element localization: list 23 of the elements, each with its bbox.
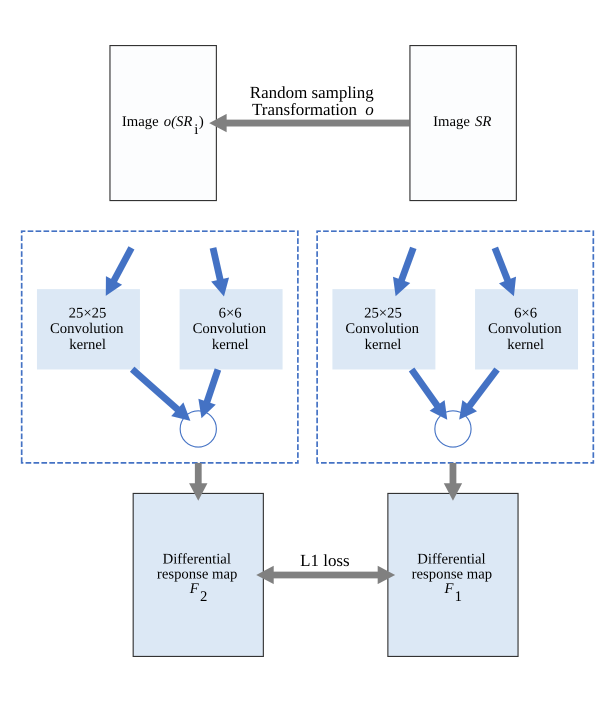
arrow: [459, 366, 500, 420]
cluster: [20, 230, 299, 464]
arrow: [408, 367, 448, 420]
arrow: [106, 246, 134, 296]
arrow: [492, 246, 516, 296]
node-box: 25×25 Convolution kernel: [332, 288, 436, 370]
arrow: [392, 246, 416, 296]
node-box: 25×25 Convolution kernel: [36, 288, 140, 370]
arrow: [210, 246, 230, 296]
arrow: [444, 462, 462, 500]
node-box: 6×6 Convolution kernel: [475, 288, 578, 370]
arrow: [189, 462, 208, 500]
arrow: [209, 113, 410, 132]
node-box: Image SR: [409, 44, 517, 201]
cluster: [316, 230, 594, 464]
arrow: [256, 565, 396, 584]
node-circle: [434, 410, 472, 448]
node-box: 6×6 Convolution kernel: [180, 288, 283, 370]
edge-label: L1 loss: [300, 550, 350, 570]
edge-label: Random sampling Transformation o: [250, 82, 374, 119]
arrow: [198, 368, 222, 418]
node-circle: [180, 410, 217, 448]
arrow: [130, 366, 190, 420]
